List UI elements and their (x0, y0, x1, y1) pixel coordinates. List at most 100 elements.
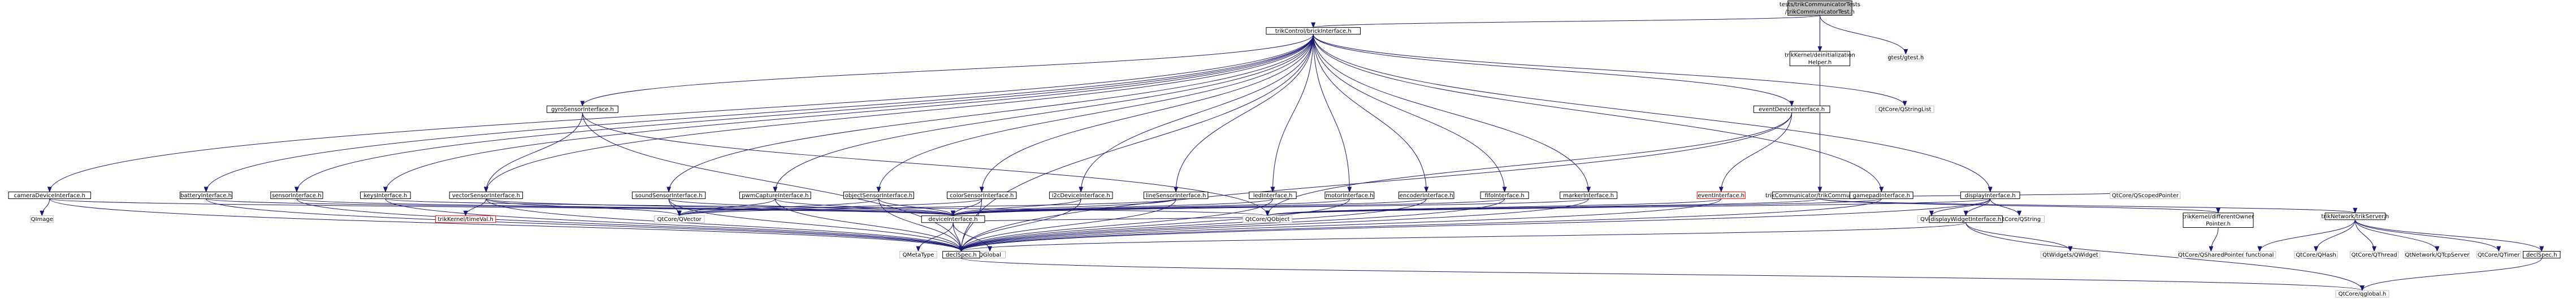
node-qhash[interactable]: QtCore/QHash (2294, 251, 2338, 259)
node-qwidget[interactable]: QtWidgets/QWidget (2040, 251, 2101, 259)
node-declspec[interactable]: declSpec.h (942, 251, 980, 259)
node-vector[interactable]: vectorSensorInterface.h (449, 192, 523, 200)
node-box (1787, 0, 1852, 16)
edge-gyro-to-declspec (582, 112, 964, 252)
edge-trikserver-to-qthread (2354, 219, 2377, 252)
node-label: gamepadInterface.h (1853, 193, 1910, 199)
edge-brick-to-battery (204, 34, 1314, 193)
node-color[interactable]: colorSensorInterface.h (947, 192, 1017, 200)
node-display[interactable]: displayInterface.h (1960, 192, 2020, 200)
edge-eventdev-to-event (1718, 112, 1793, 193)
node-qvector[interactable]: QtCore/QVector (653, 215, 705, 223)
node-battery[interactable]: batteryInterface.h (179, 192, 233, 200)
node-box (1480, 192, 1529, 200)
node-box (1753, 105, 1830, 113)
node-object[interactable]: objectSensorInterface.h (843, 192, 914, 200)
node-i2c[interactable]: i2cDeviceInterface.h (1049, 192, 1113, 200)
edge-event-to-declspec (959, 198, 1722, 252)
node-box (653, 215, 705, 223)
node-led[interactable]: ledInterface.h (1249, 192, 1297, 200)
node-eventdev[interactable]: eventDeviceInterface.h (1753, 105, 1830, 113)
node-label: ledInterface.h (1253, 193, 1293, 199)
node-device[interactable]: deviceInterface.h (921, 215, 985, 223)
node-box (8, 192, 91, 200)
node-qtcpserver[interactable]: QtNetwork/QTcpServer (2405, 251, 2470, 259)
node-line[interactable]: lineSensorInterface.h (1143, 192, 1209, 200)
edge-device-to-metatype (916, 222, 954, 252)
node-encoder[interactable]: encoderInterface.h (1398, 192, 1454, 200)
edge-motor-to-device (951, 198, 1350, 216)
node-displaywidget[interactable]: displayWidgetInterface.h (1929, 215, 2003, 223)
node-pwm[interactable]: pwmCaptureInterface.h (739, 192, 811, 200)
node-fifo[interactable]: fifoInterface.h (1480, 192, 1529, 200)
node-timeval[interactable]: trikKernel/timeVal.h (435, 215, 496, 223)
node-box (1789, 51, 1851, 67)
node-label: cameraDeviceInterface.h (14, 193, 85, 199)
node-camera[interactable]: cameraDeviceInterface.h (8, 192, 91, 200)
edge-line-to-qvector (677, 198, 1176, 216)
node-trikserver[interactable]: trikNetwork/trikServer.h (2321, 213, 2389, 220)
edge-brick-to-qstringlist (1313, 34, 1907, 107)
node-keys[interactable]: keysInterface.h (360, 192, 411, 200)
node-motor[interactable]: motorInterface.h (1324, 192, 1375, 200)
node-label: trikKernel/differentOwner (2183, 214, 2254, 220)
node-label: encoderInterface.h (1400, 193, 1453, 199)
node-scopedptr[interactable]: QtCore/QScopedPointer (2110, 192, 2181, 200)
node-qimage[interactable]: QImage (30, 215, 54, 223)
node-sharedptr[interactable]: QtCore/QSharedPointer (2178, 251, 2245, 259)
node-box (2335, 290, 2389, 298)
node-brick[interactable]: trikControl/brickInterface.h (1266, 27, 1361, 35)
edge-displaywidget-to-qwidget (1965, 222, 2073, 252)
node-label: gyroSensorInterface.h (551, 106, 614, 112)
node-metatype[interactable]: QMetaType (899, 251, 937, 259)
node-declspec2[interactable]: declSpec.h (2522, 251, 2561, 259)
node-qobject[interactable]: QtCore/QObject (1242, 215, 1293, 223)
edge-brick-to-sensor (295, 34, 1314, 193)
edge-brick-to-pwm (773, 34, 1314, 193)
edge-trikserver-to-functional (2257, 219, 2356, 252)
node-box (2324, 213, 2385, 220)
node-box (1242, 215, 1293, 223)
node-root[interactable]: tests/trikCommunicatorTests/trikCommunic… (1780, 0, 1860, 16)
node-label: /trikCommunicatorTest.h (1785, 9, 1855, 15)
node-box (30, 215, 54, 223)
edge-object-to-qvector (677, 198, 879, 216)
edge-pwm-to-declspec (774, 198, 964, 252)
node-event[interactable]: eventInterface.h (1696, 192, 1746, 200)
node-box (2294, 251, 2338, 259)
node-box (947, 192, 1017, 200)
node-gyro[interactable]: gyroSensorInterface.h (546, 105, 618, 113)
node-label: objectSensorInterface.h (845, 193, 912, 199)
node-qtimer[interactable]: QtCore/QTimer (2476, 251, 2521, 259)
edge-trikserver-to-qtcpserver (2354, 219, 2440, 252)
node-box (631, 192, 706, 200)
node-box (1696, 192, 1746, 200)
node-sound[interactable]: soundSensorInterface.h (631, 192, 706, 200)
edge-gyro-to-vector (483, 112, 583, 193)
edge-display-to-displaywidget (1963, 198, 1991, 216)
node-gtest[interactable]: gtest/gtest.h (1887, 54, 1924, 62)
edge-displaywidget-to-declspec (959, 222, 1967, 252)
node-box (2110, 192, 2181, 200)
node-marker[interactable]: markerInterface.h (1560, 192, 1618, 200)
node-functional[interactable]: functional (2243, 251, 2276, 259)
edge-camera-to-declspec (49, 198, 964, 252)
node-label: eventDeviceInterface.h (1759, 106, 1825, 112)
edge-vector-to-qvector (486, 198, 682, 216)
node-sensor[interactable]: sensorInterface.h (270, 192, 323, 200)
edge-pwm-to-device (774, 198, 955, 216)
node-gamepad[interactable]: gamepadInterface.h (1849, 192, 1913, 200)
node-label: QtCore/QThread (2351, 252, 2397, 258)
node-qthread[interactable]: QtCore/QThread (2350, 251, 2399, 259)
node-box (1560, 192, 1618, 200)
edge-sound-to-declspec (668, 198, 964, 252)
node-label: declSpec.h (946, 252, 977, 258)
node-label: QtNetwork/QTcpServer (2405, 252, 2470, 258)
node-label: sensorInterface.h (272, 193, 321, 199)
node-box (899, 251, 937, 259)
node-qtcoreglobal[interactable]: QtCore/qglobal.h (2335, 290, 2389, 298)
node-qstringlist[interactable]: QtCore/QStringList (1875, 105, 1934, 113)
